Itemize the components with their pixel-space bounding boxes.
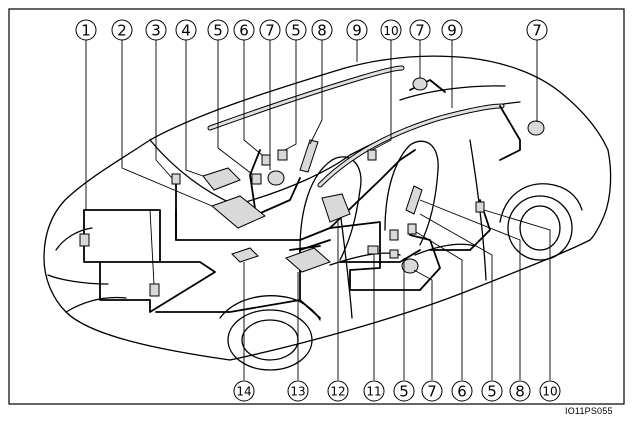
callout-label: 10	[383, 24, 398, 38]
component-10b	[475, 201, 485, 213]
airbag-components	[79, 77, 545, 297]
callout-label: 7	[427, 383, 437, 401]
component-2	[211, 195, 266, 229]
callout-label: 9	[352, 22, 362, 40]
component-14	[231, 247, 259, 263]
reference-code: IO11PS055	[565, 406, 613, 416]
component-7d	[401, 258, 419, 274]
component-10a	[367, 149, 377, 161]
callout-label: 5	[291, 22, 301, 40]
component-6b	[407, 223, 417, 235]
callout-label: 11	[366, 385, 381, 399]
component-5d	[389, 249, 399, 259]
component-5a	[251, 173, 262, 185]
callout-label: 6	[457, 383, 467, 401]
callout-top-14: 7	[526, 19, 548, 41]
bottom-callouts: 14 13 12 11 5 7 6 5 8 10	[233, 380, 561, 402]
leader-lines	[85, 40, 551, 380]
diagram-frame	[8, 8, 625, 405]
callout-label: 3	[151, 22, 161, 40]
callout-label: 9	[447, 22, 457, 40]
callout-top-13: 9	[441, 19, 463, 41]
callout-top-2: 2	[111, 19, 133, 41]
component-12	[321, 193, 351, 223]
callout-label: 14	[236, 385, 251, 399]
callout-label: 4	[181, 22, 191, 40]
component-6a	[261, 154, 271, 166]
component-13	[285, 247, 331, 273]
callout-bottom-4: 11	[363, 380, 385, 402]
front-airbag-sensor-left	[79, 233, 90, 247]
callout-bottom-7: 6	[451, 380, 473, 402]
callout-label: 1	[81, 22, 91, 40]
callout-top-6: 6	[233, 19, 255, 41]
callout-label: 6	[239, 22, 249, 40]
curtain-airbags	[207, 65, 505, 188]
callout-top-1: 1	[75, 19, 97, 41]
callout-top-5: 5	[207, 19, 229, 41]
callout-top-3: 3	[145, 19, 167, 41]
component-11	[367, 245, 379, 255]
component-7c	[527, 120, 545, 136]
callout-bottom-5: 5	[393, 380, 415, 402]
component-8a	[299, 139, 319, 173]
callout-bottom-6: 7	[421, 380, 443, 402]
callout-label: 7	[415, 22, 425, 40]
component-4	[202, 167, 241, 191]
callout-label: 5	[487, 383, 497, 401]
callout-label: 8	[515, 383, 525, 401]
component-3	[171, 173, 181, 185]
top-callouts: 1 2 3 4 5 6 7 5 8 9 10 7 9 7	[75, 19, 548, 41]
callout-label: 7	[265, 22, 275, 40]
callout-label: 12	[330, 385, 345, 399]
callout-bottom-3: 12	[327, 380, 349, 402]
callout-top-12: 7	[409, 19, 431, 41]
callout-label: 8	[317, 22, 327, 40]
component-7a	[267, 170, 285, 186]
callout-label: 5	[399, 383, 409, 401]
callout-bottom-1: 14	[233, 380, 255, 402]
callout-bottom-9: 8	[509, 380, 531, 402]
wiring-harness	[83, 79, 521, 319]
front-airbag-sensor-right	[149, 283, 160, 297]
component-7b	[412, 77, 428, 91]
component-5b	[277, 149, 288, 161]
callout-bottom-8: 5	[481, 380, 503, 402]
callout-top-9: 8	[311, 19, 333, 41]
callout-bottom-2: 13	[287, 380, 309, 402]
component-5c	[389, 229, 399, 241]
callout-top-4: 4	[175, 19, 197, 41]
callout-label: 5	[213, 22, 223, 40]
callout-label: 7	[532, 22, 542, 40]
callout-label: 10	[542, 385, 557, 399]
callout-top-7: 7	[259, 19, 281, 41]
component-8b	[405, 185, 423, 215]
callout-bottom-10: 10	[539, 380, 561, 402]
callout-label: 13	[290, 385, 305, 399]
callout-top-8: 5	[285, 19, 307, 41]
callout-top-10: 9	[346, 19, 368, 41]
callout-label: 2	[117, 22, 127, 40]
callout-top-11: 10	[380, 19, 402, 41]
